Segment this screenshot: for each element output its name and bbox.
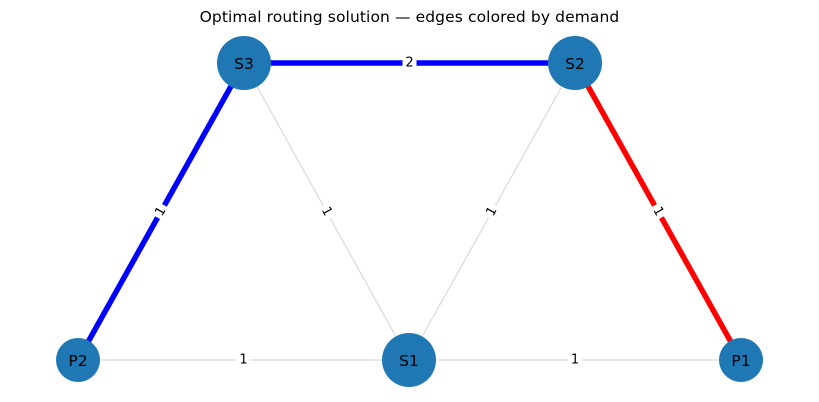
- node-circle[interactable]: [56, 338, 100, 382]
- page-title: Optimal routing solution — edges colored…: [199, 8, 620, 26]
- graph-node-s3[interactable]: S3: [217, 36, 271, 90]
- edge-label-backdrop: [481, 201, 503, 222]
- edge-label: 1: [568, 351, 582, 369]
- edge-label: 1: [236, 351, 251, 369]
- edge-label-text: 2: [405, 56, 413, 71]
- graph-node-p2[interactable]: P2: [56, 338, 100, 382]
- edge-label-text: 1: [571, 353, 579, 368]
- node-label: S2: [565, 55, 585, 73]
- edge-label-backdrop: [647, 201, 669, 222]
- node-label: S1: [399, 352, 419, 370]
- edge-label-backdrop: [236, 351, 251, 369]
- graph-node-p1[interactable]: P1: [719, 338, 763, 382]
- edge-labels-layer: 2 1 1 1 1 1 1: [150, 54, 669, 369]
- node-label: P1: [731, 352, 750, 370]
- edge-label-backdrop: [150, 201, 172, 222]
- edge-label-backdrop: [315, 201, 338, 222]
- node-label: P2: [68, 352, 87, 370]
- edge-label: 1: [315, 201, 338, 222]
- graph-node-s2[interactable]: S2: [548, 36, 602, 90]
- edge-label: 2: [402, 54, 417, 72]
- edge-label: 1: [481, 201, 503, 222]
- node-circle[interactable]: [382, 333, 436, 387]
- edge-label-backdrop: [402, 54, 417, 72]
- edges-layer: [75, 60, 744, 362]
- edge-label: 1: [647, 201, 669, 222]
- graph-node-s1[interactable]: S1: [382, 333, 436, 387]
- node-circle[interactable]: [217, 36, 271, 90]
- node-label: S3: [234, 55, 254, 73]
- node-circle[interactable]: [548, 36, 602, 90]
- edge-label: 1: [150, 201, 172, 222]
- edge-label-backdrop: [568, 351, 582, 369]
- edge-label-text: 1: [239, 353, 247, 368]
- node-circle[interactable]: [719, 338, 763, 382]
